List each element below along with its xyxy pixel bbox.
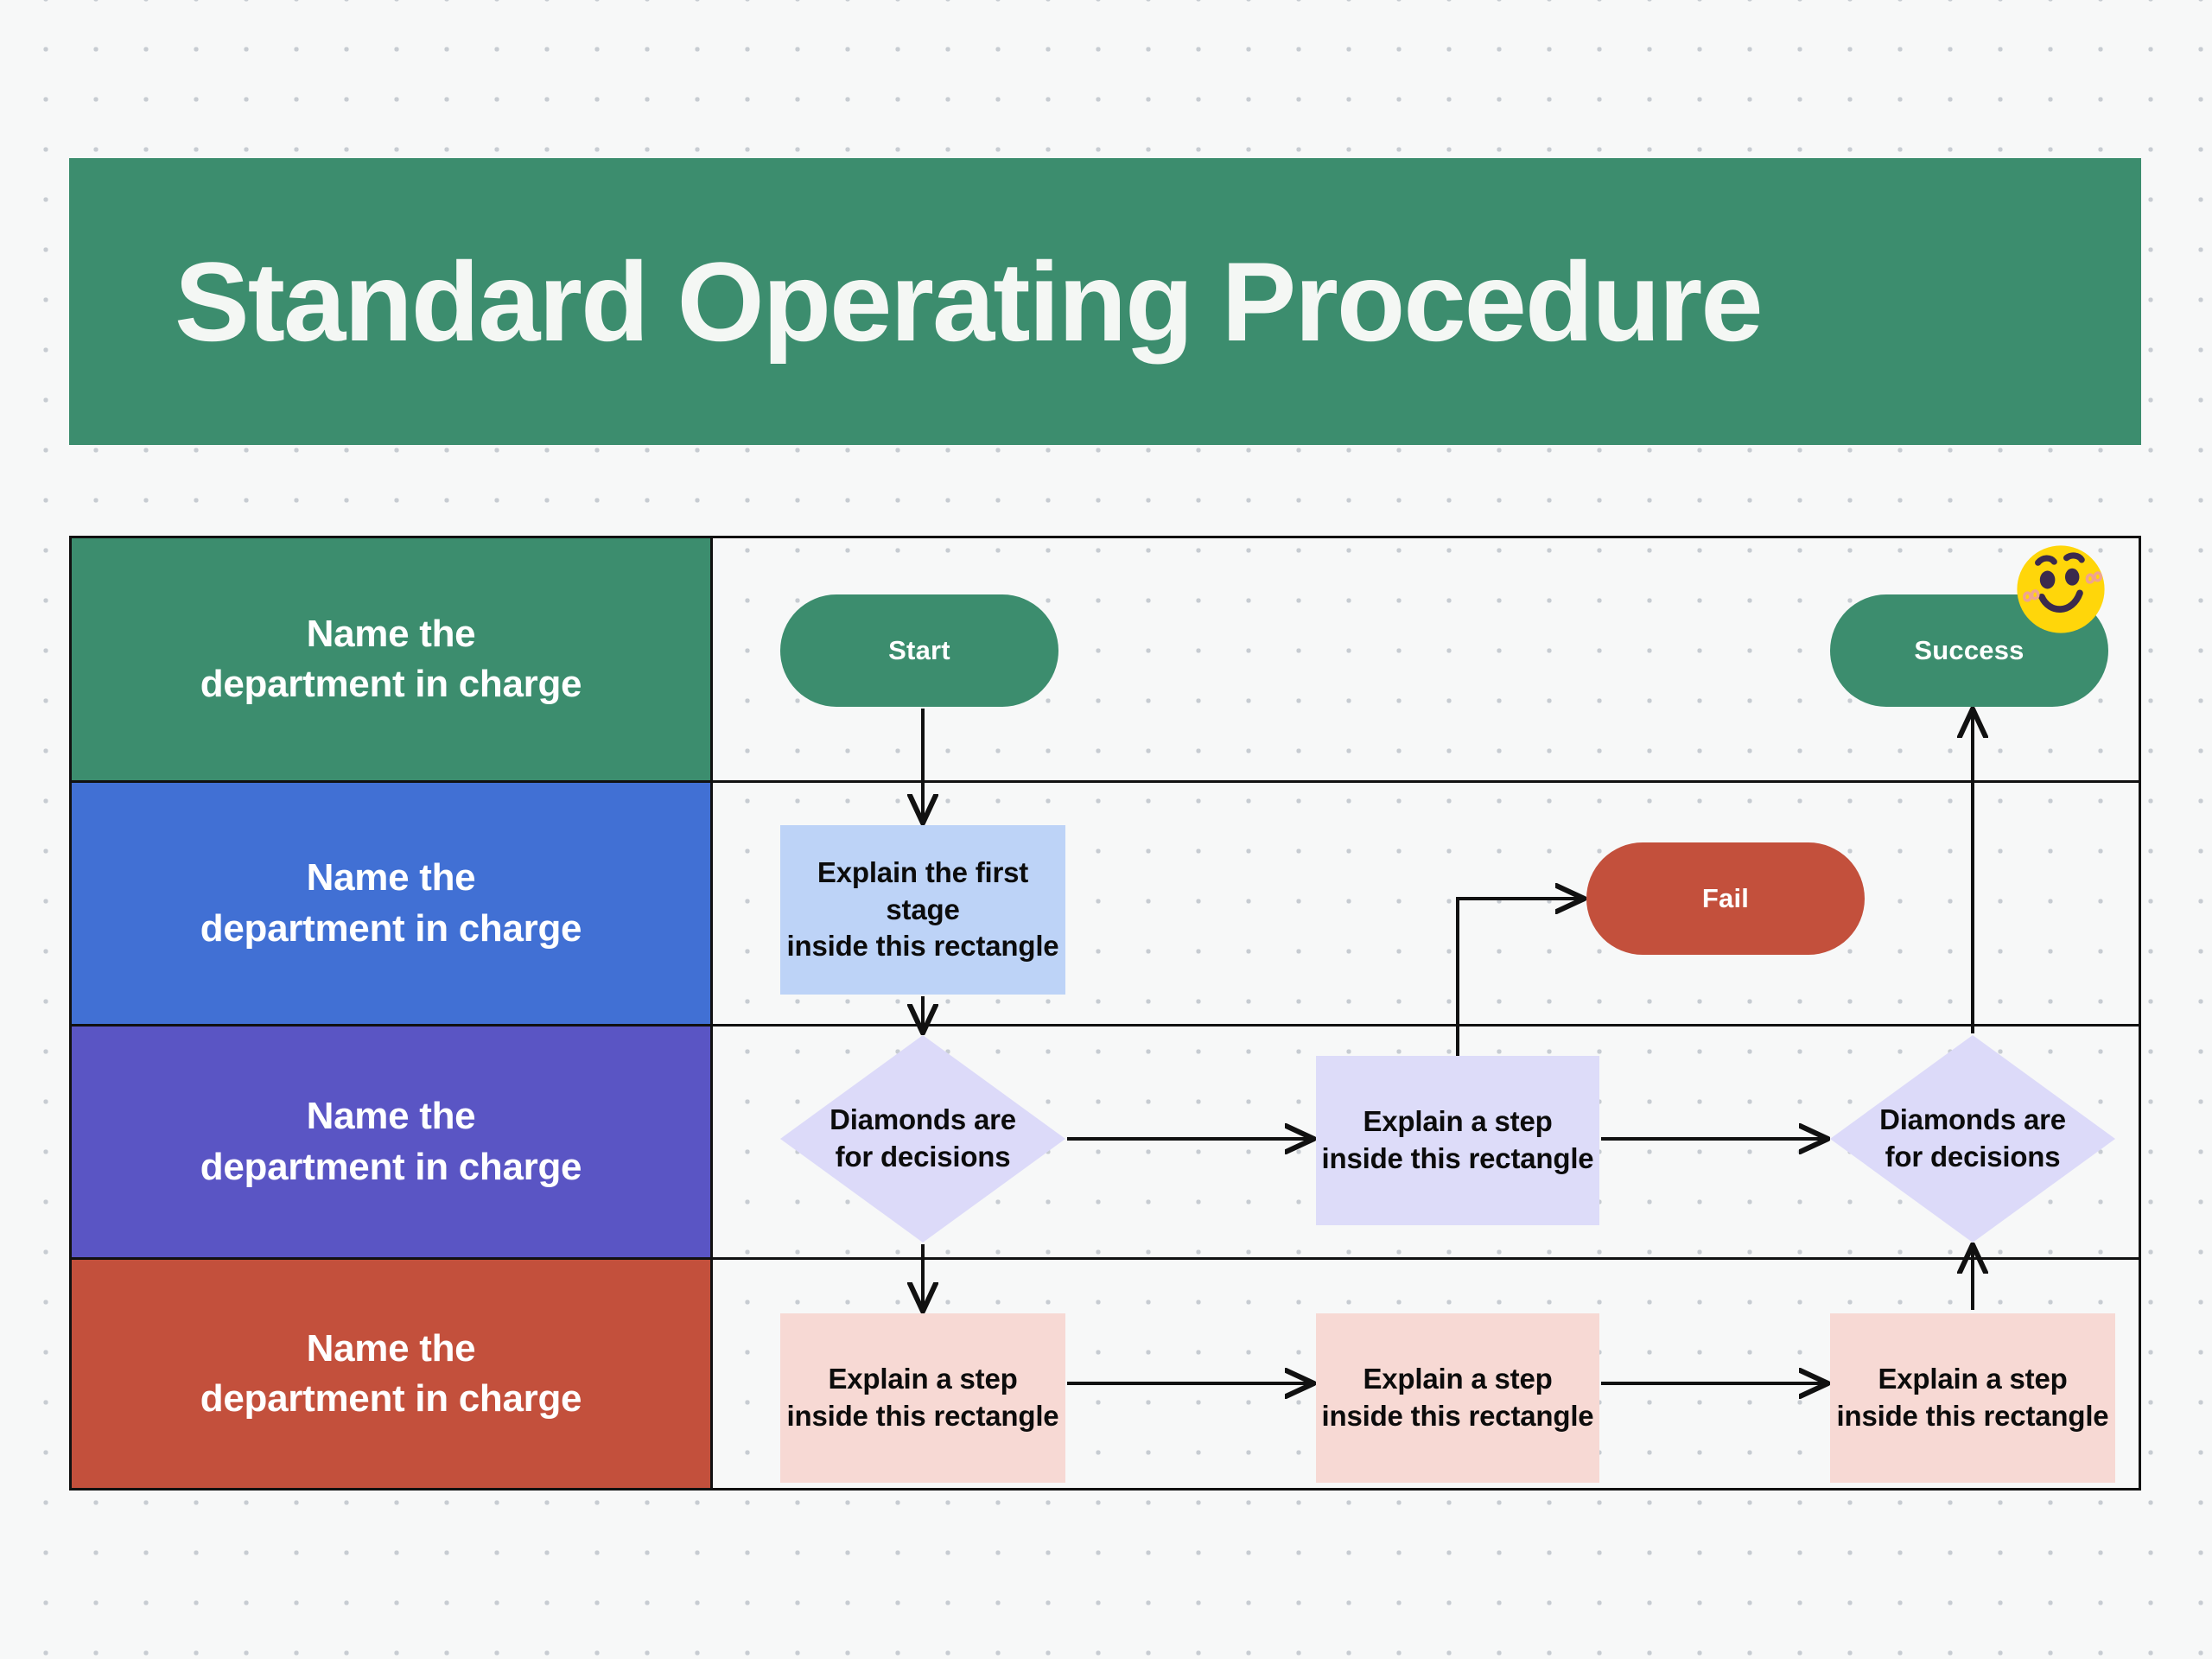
node-text-line1: Diamonds are <box>1879 1103 2066 1136</box>
lane-header-label-1: Name the department in charge <box>166 609 616 709</box>
node-text-line2: inside this rectangle <box>1836 1400 2109 1432</box>
node-text-line2: inside this rectangle <box>1321 1400 1594 1432</box>
node-first-stage-label: Explain the first stage inside this rect… <box>780 855 1065 966</box>
node-fail[interactable]: Fail <box>1586 842 1865 955</box>
node-first-stage[interactable]: Explain the first stage inside this rect… <box>780 825 1065 995</box>
node-text-line2: for decisions <box>1885 1141 2061 1173</box>
node-text-line1: Explain a step <box>1878 1363 2068 1395</box>
smiling-face-with-blush-emoji-icon <box>2013 542 2108 637</box>
node-success-label: Success <box>1914 634 2024 665</box>
swimlane-table: Name the department in charge Name the d… <box>69 536 2141 1491</box>
node-text-line1: Explain the first stage <box>817 855 1029 925</box>
node-text-line2: inside this rectangle <box>1321 1142 1594 1174</box>
node-decision-diamond-1-label: Diamonds are for decisions <box>830 1102 1016 1176</box>
node-decision-diamond-1[interactable]: Diamonds are for decisions <box>780 1035 1065 1243</box>
node-decision-diamond-2-label: Diamonds are for decisions <box>1879 1102 2066 1176</box>
page-title: Standard Operating Procedure <box>175 238 1764 365</box>
lane-header-label-2: Name the department in charge <box>166 853 616 953</box>
node-text-line1: Explain a step <box>1363 1105 1553 1138</box>
lane-header-1[interactable]: Name the department in charge <box>72 538 713 780</box>
node-start[interactable]: Start <box>780 594 1058 707</box>
node-decision-diamond-2[interactable]: Diamonds are for decisions <box>1830 1035 2115 1243</box>
lane-header-3[interactable]: Name the department in charge <box>72 1027 713 1257</box>
node-text-line2: inside this rectangle <box>786 1400 1059 1432</box>
lane-label-line1: Name the <box>306 1326 476 1370</box>
swimlane-row-4: Name the department in charge <box>72 1257 2139 1488</box>
page-title-banner: Standard Operating Procedure <box>69 158 2141 445</box>
node-mid-step-label: Explain a step inside this rectangle <box>1322 1103 1594 1178</box>
node-text-line2: for decisions <box>835 1141 1011 1173</box>
node-step-bottom-3-label: Explain a step inside this rectangle <box>1837 1361 2109 1435</box>
lane-label-line2: department in charge <box>200 906 582 950</box>
lane-label-line2: department in charge <box>200 1145 582 1188</box>
lane-header-label-3: Name the department in charge <box>166 1091 616 1192</box>
lane-label-line1: Name the <box>306 1095 476 1138</box>
swimlane-row-3: Name the department in charge <box>72 1024 2139 1257</box>
lane-header-2[interactable]: Name the department in charge <box>72 783 713 1024</box>
lane-label-line2: department in charge <box>200 663 582 705</box>
node-fail-label: Fail <box>1701 882 1750 913</box>
lane-label-line1: Name the <box>306 612 476 655</box>
node-step-bottom-1[interactable]: Explain a step inside this rectangle <box>780 1313 1065 1483</box>
lane-label-line2: department in charge <box>200 1377 582 1420</box>
node-step-bottom-2[interactable]: Explain a step inside this rectangle <box>1316 1313 1599 1483</box>
lane-header-4[interactable]: Name the department in charge <box>72 1260 713 1488</box>
node-step-bottom-3[interactable]: Explain a step inside this rectangle <box>1830 1313 2115 1483</box>
node-mid-step[interactable]: Explain a step inside this rectangle <box>1316 1056 1599 1225</box>
swimlane-row-1: Name the department in charge <box>72 538 2139 780</box>
swimlane-row-2: Name the department in charge <box>72 780 2139 1024</box>
node-text-line1: Explain a step <box>1363 1363 1553 1395</box>
node-text-line1: Diamonds are <box>830 1103 1016 1136</box>
node-step-bottom-2-label: Explain a step inside this rectangle <box>1322 1361 1594 1435</box>
node-start-label: Start <box>888 634 950 665</box>
lane-label-line1: Name the <box>306 856 476 899</box>
lane-header-label-4: Name the department in charge <box>166 1324 616 1424</box>
node-step-bottom-1-label: Explain a step inside this rectangle <box>787 1361 1059 1435</box>
node-text-line1: Explain a step <box>828 1363 1018 1395</box>
node-text-line2: inside this rectangle <box>786 930 1059 963</box>
